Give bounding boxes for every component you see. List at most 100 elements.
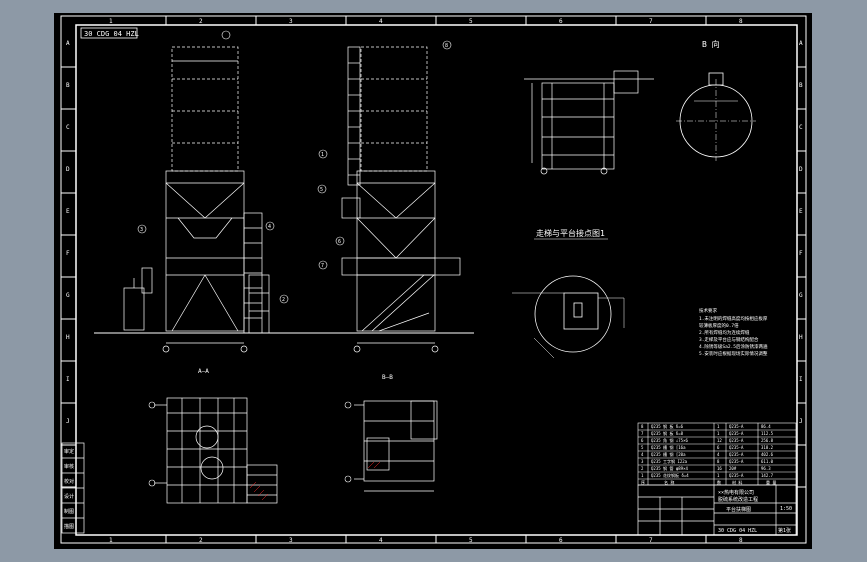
row-label: J — [66, 418, 70, 425]
drawing-code-box: 30 CDG 04 HZL — [80, 27, 139, 39]
frame-row-labels: A B C D E F G H I J A B C D E F G H I J — [66, 40, 803, 425]
parts-cell: 1 — [717, 424, 720, 429]
parts-cell: Q235 槽 钢 [20a — [651, 451, 686, 457]
frame-row-ticks-left — [61, 66, 76, 488]
section-b-title: B 向 — [702, 39, 720, 49]
row-label: H — [799, 334, 803, 341]
parts-header: 重 量 — [766, 479, 776, 485]
tech-note: 较薄板厚度的0.7倍 — [699, 322, 739, 329]
col-label: 8 — [739, 537, 743, 544]
balloon-label: 6 — [338, 239, 341, 245]
parts-header: 名 称 — [664, 479, 674, 485]
tech-note: 3.走梯及平台应与钢结构配合 — [699, 336, 759, 343]
parts-cell: 4 — [641, 452, 644, 457]
balloons: 8 3 4 2 1 5 6 7 — [137, 30, 452, 304]
tech-note: 5.安装时应根据现场实际情况调整 — [699, 350, 768, 357]
col-label: 4 — [379, 18, 383, 25]
stamp-cell: 审核 — [64, 463, 74, 470]
parts-cell: 256.8 — [761, 438, 774, 443]
parts-cell: 1 — [717, 431, 720, 436]
row-label: H — [66, 334, 70, 341]
front-elevation-view[interactable] — [94, 46, 284, 353]
row-label: G — [66, 292, 70, 299]
frame-column-labels: 1 2 3 4 5 6 7 8 1 2 3 4 5 6 7 8 — [109, 18, 743, 544]
drawing-scale: 1:50 — [780, 506, 792, 512]
tech-note: 4.除锈等级Sa2.5后涂防锈漆两遍 — [699, 343, 768, 350]
parts-cell: 86.4 — [761, 424, 771, 429]
tech-notes: 技术要求 1.未注明的焊缝高度均按相应板厚 较薄板厚度的0.7倍 2.所有焊缝均… — [699, 307, 768, 357]
company-name: ××热电有限公司 — [718, 489, 754, 496]
plan-a-title: A—A — [198, 368, 209, 375]
col-label: 7 — [649, 537, 653, 544]
col-label: 2 — [199, 537, 203, 544]
col-label: 6 — [559, 537, 563, 544]
parts-cell: 16 — [717, 466, 722, 471]
stamp-cell: 设计 — [64, 493, 74, 500]
side-stamp-labels: 审定 审核 校对 设计 制图 描图 — [64, 448, 74, 530]
row-label: G — [799, 292, 803, 299]
row-label: C — [799, 124, 803, 131]
parts-cell: 8 — [641, 424, 644, 429]
parts-cell: Q235-A — [729, 445, 744, 450]
side-elevation-view[interactable] — [284, 46, 474, 353]
col-label: 4 — [379, 537, 383, 544]
parts-cell: 1 — [717, 473, 720, 478]
row-label: A — [799, 40, 803, 47]
stair-platform-detail[interactable]: 走梯与平台接点图1 — [512, 228, 625, 359]
balloon-label: 3 — [140, 227, 143, 233]
balloon-label: 1 — [321, 152, 324, 158]
tech-note: 2.所有焊缝均为连续焊缝 — [699, 329, 750, 336]
col-label: 5 — [469, 537, 473, 544]
frame-column-ticks-bottom — [165, 535, 707, 543]
plan-b-view[interactable]: B—B — [344, 374, 438, 492]
col-label: 6 — [559, 18, 563, 25]
drawing-viewport[interactable]: 1 2 3 4 5 6 7 8 1 2 3 4 5 6 7 8 A B C — [54, 13, 812, 549]
col-label: 2 — [199, 18, 203, 25]
parts-cell: Q235 花纹钢板 δ=4 — [651, 472, 689, 478]
parts-cell: 3 — [641, 459, 644, 464]
parts-cell: 7 — [641, 431, 644, 436]
col-label: 5 — [469, 18, 473, 25]
parts-cell: Q235-A — [729, 473, 744, 478]
project-name: 脱硫系统改造工程 — [718, 496, 758, 503]
top-detail-view[interactable] — [524, 70, 654, 175]
parts-cell: Q235-A — [729, 424, 744, 429]
parts-cell: 4 — [717, 452, 720, 457]
parts-header: 材 料 — [732, 479, 742, 485]
detail-title: 走梯与平台接点图1 — [536, 228, 605, 238]
col-label: 3 — [289, 18, 293, 25]
parts-cell: 318.2 — [761, 445, 774, 450]
parts-cell: 142.7 — [761, 473, 774, 478]
section-b-view[interactable]: B 向 — [676, 39, 756, 161]
col-label: 3 — [289, 537, 293, 544]
parts-table[interactable]: 8 Q235 钢 板 δ=6 1 Q235-A 86.4 7 Q235 钢 板 … — [637, 422, 797, 486]
row-label: F — [799, 250, 803, 257]
parts-cell: 8 — [717, 459, 720, 464]
red-hatching — [249, 461, 381, 501]
parts-cell: Q235 工字钢 I22a — [651, 458, 688, 464]
parts-cell: Q235-A — [729, 459, 744, 464]
parts-cell: 5 — [641, 445, 644, 450]
row-label: D — [799, 166, 803, 173]
title-block[interactable]: ××热电有限公司 脱硫系统改造工程 平台扶梯图 30 CDG 04 HZL 1:… — [637, 484, 797, 536]
col-label: 1 — [109, 537, 113, 544]
parts-cell: 2 — [641, 466, 644, 471]
parts-cell: Q235 钢 管 φ89×4 — [651, 465, 688, 471]
parts-cell: Q235 槽 钢 [16a — [651, 444, 686, 450]
balloon-label: 2 — [282, 297, 285, 303]
stamp-cell: 制图 — [64, 508, 74, 515]
row-label: B — [799, 82, 803, 89]
row-label: C — [66, 124, 70, 131]
stamp-cell: 校对 — [64, 478, 74, 485]
drawing-canvas[interactable]: 1 2 3 4 5 6 7 8 1 2 3 4 5 6 7 8 A B C — [54, 13, 812, 549]
parts-cell: 6 — [717, 445, 720, 450]
drawing-number: 30 CDG 04 HZL — [718, 528, 757, 534]
parts-cell: 611.0 — [761, 459, 774, 464]
plan-a-view[interactable]: A—A — [148, 368, 278, 504]
parts-cell: Q235 钢 板 δ=8 — [651, 430, 684, 436]
col-label: 8 — [739, 18, 743, 25]
stamp-cell: 描图 — [64, 523, 74, 530]
parts-cell: Q235 角 钢 ∠75×6 — [651, 437, 688, 443]
side-stamp — [61, 442, 85, 534]
